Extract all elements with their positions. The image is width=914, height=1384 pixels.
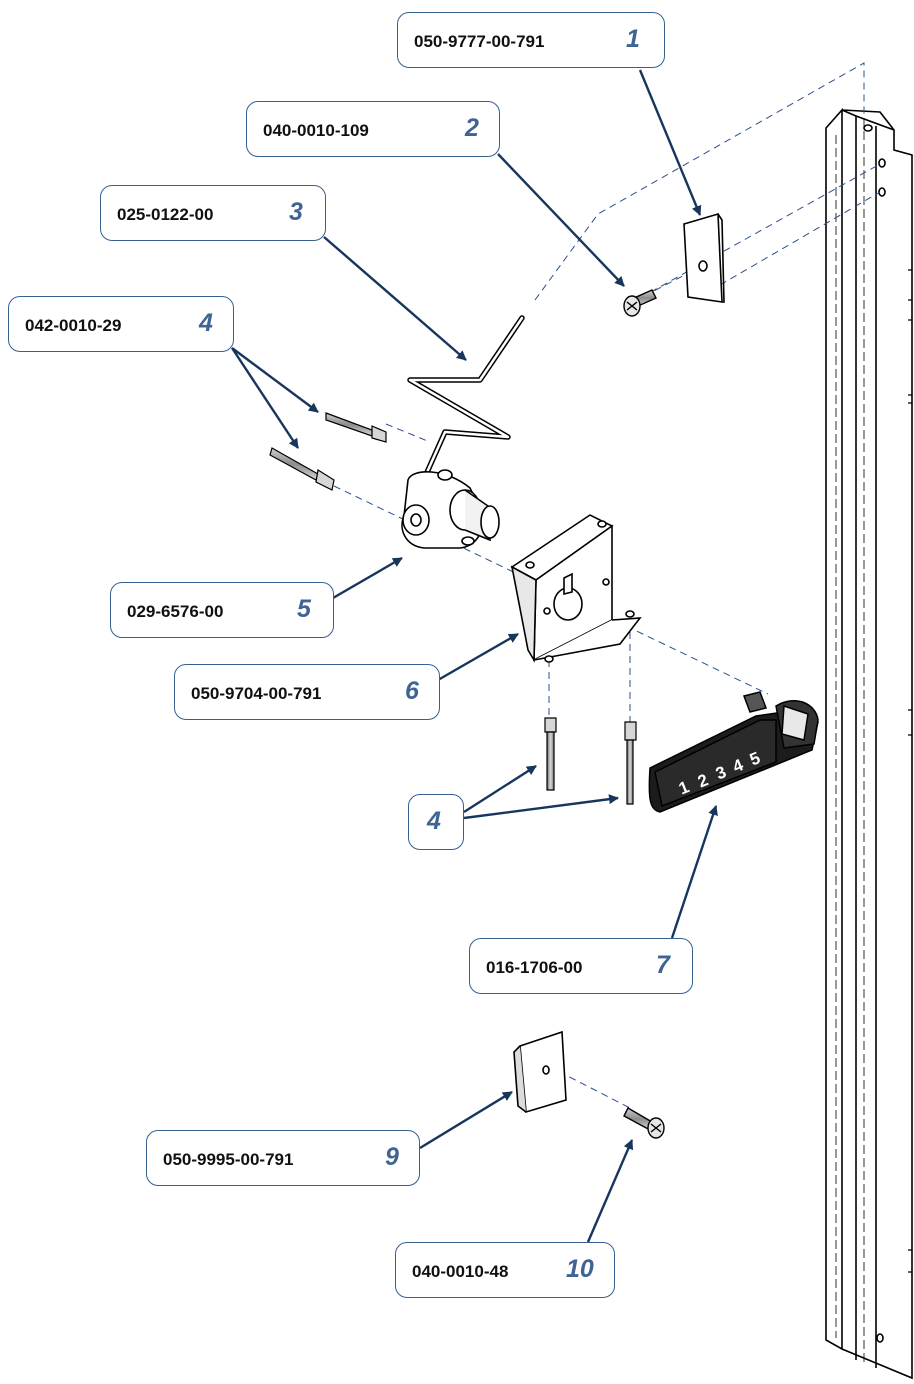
lower-plate: [513, 1030, 567, 1114]
leader-item-4-right: [463, 794, 619, 820]
part-number: 050-9995-00-791: [163, 1150, 294, 1169]
part-number: 042-0010-29: [25, 316, 122, 335]
leader-item-6: [437, 632, 519, 682]
callout-item-1: 050-9777-00-791 1: [397, 12, 665, 68]
wire-rod-highlight: [408, 316, 524, 499]
door-frame-rail: [825, 107, 913, 1380]
item-number: 10: [566, 1255, 594, 1283]
leader-item-2: [497, 153, 625, 287]
item-number: 2: [465, 114, 479, 142]
latch-cam-body: [401, 469, 500, 549]
item-number: 7: [656, 951, 670, 979]
top-screw: [623, 289, 657, 317]
item-number: 4: [199, 309, 213, 337]
top-bracket-plate: [683, 212, 725, 303]
callout-item-10: 040-0010-48 10: [395, 1242, 615, 1298]
leader-item-5: [332, 556, 403, 600]
rivet-upper-left: [325, 412, 387, 443]
leader-item-4-upper: [231, 347, 319, 413]
item-number: 6: [405, 677, 419, 705]
leader-item-9: [419, 1090, 513, 1150]
rivet-vertical-left: [544, 717, 557, 791]
callout-item-2: 040-0010-109 2: [246, 101, 500, 157]
part-number: 040-0010-109: [263, 121, 369, 140]
leader-arrows: [230, 69, 718, 1243]
part-number: 050-9777-00-791: [414, 32, 545, 51]
callout-item-7: 016-1706-00 7: [469, 938, 693, 994]
part-number: 040-0010-48: [412, 1262, 509, 1281]
part-number: 025-0122-00: [117, 205, 214, 224]
leader-item-4-lower: [230, 347, 300, 449]
leader-item-4-left: [463, 764, 537, 814]
part-number: 050-9704-00-791: [191, 684, 322, 703]
leader-item-10: [586, 1139, 634, 1243]
callout-item-4-bottom: 4: [408, 794, 464, 850]
leader-item-7: [670, 805, 718, 939]
callout-item-3: 025-0122-00 3: [100, 185, 326, 241]
leader-item-1: [638, 69, 702, 216]
item-number: 4: [427, 807, 441, 835]
callout-item-9: 050-9995-00-791 9: [146, 1130, 420, 1186]
rivet-vertical-right: [624, 721, 637, 805]
keypad-lock-body: [648, 691, 819, 813]
item-number: 5: [297, 595, 311, 623]
callout-item-6: 050-9704-00-791 6: [174, 664, 440, 720]
item-number: 9: [385, 1143, 399, 1171]
rivet-lower-left: [269, 447, 335, 491]
leader-item-3: [323, 236, 467, 361]
part-number: 029-6576-00: [127, 602, 224, 621]
item-number: 3: [289, 198, 303, 226]
callout-item-4-top: 042-0010-29 4: [8, 296, 234, 352]
callout-item-5: 029-6576-00 5: [110, 582, 334, 638]
part-number: 016-1706-00: [486, 958, 583, 977]
item-number: 1: [626, 25, 640, 53]
lower-screw: [623, 1107, 665, 1139]
mounting-bracket: [510, 514, 642, 663]
